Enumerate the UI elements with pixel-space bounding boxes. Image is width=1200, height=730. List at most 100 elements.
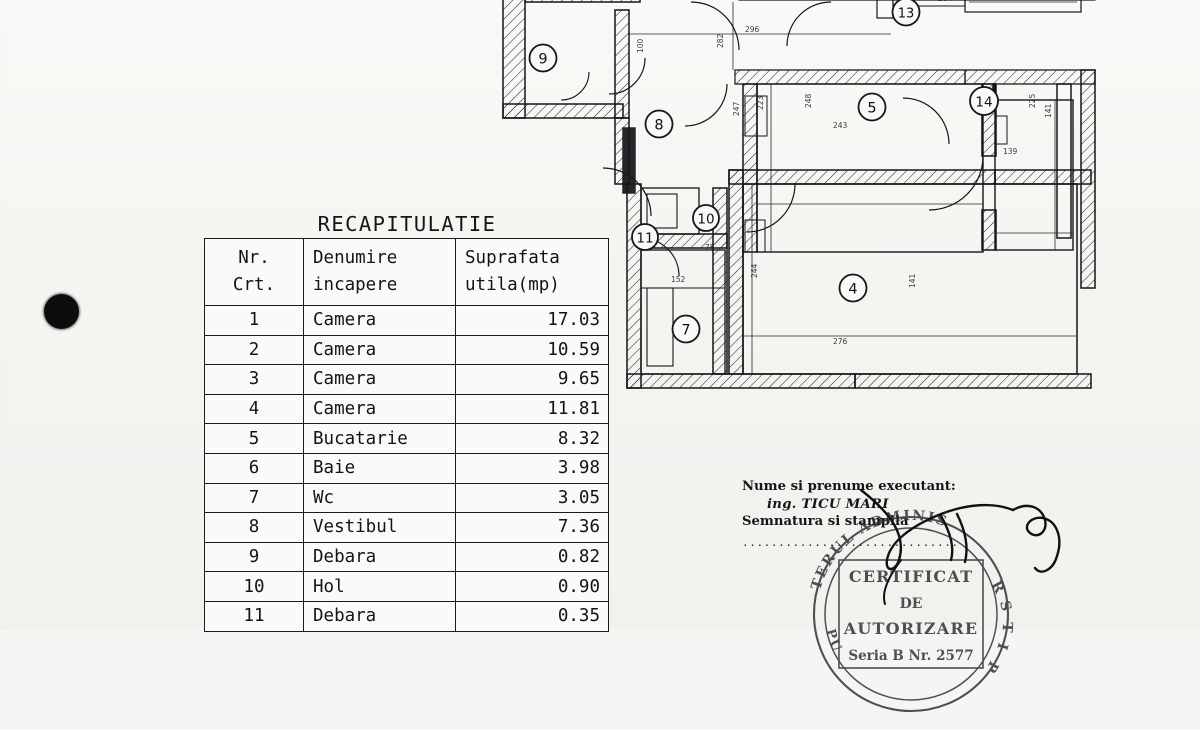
stamp-line-4: Seria B Nr. 2577	[848, 648, 973, 664]
svg-text:248: 248	[804, 93, 813, 108]
svg-text:243: 243	[833, 121, 848, 130]
svg-text:13: 13	[898, 7, 915, 22]
svg-text:139: 139	[1003, 147, 1018, 156]
cell-nr: 2	[204, 334, 304, 366]
svg-text:4: 4	[848, 282, 857, 298]
svg-text:10: 10	[697, 212, 714, 228]
table-row: 8 Vestibul 7.36	[204, 512, 609, 543]
signature-dotted-line: ........................................…	[742, 535, 957, 549]
table-row: 5 Bucatarie 8.32	[204, 423, 609, 454]
cell-area: 0.35	[455, 600, 609, 632]
header-area-line1: Suprafata	[465, 248, 560, 269]
svg-text:223: 223	[756, 95, 765, 110]
table-row: 7 Wc 3.05	[204, 482, 609, 514]
black-dot-marker	[44, 294, 79, 329]
cell-nr: 5	[204, 423, 304, 454]
table-row: 3 Camera 9.65	[204, 364, 609, 395]
svg-text:141: 141	[908, 273, 917, 288]
cell-nr: 6	[204, 452, 304, 484]
svg-text:282: 282	[716, 33, 725, 48]
cell-nr: 3	[204, 364, 304, 395]
table-row: 6 Baie 3.98	[204, 452, 609, 484]
header-name-line2: incapere	[313, 275, 398, 295]
table-row: 2 Camera 10.59	[204, 334, 609, 366]
cell-name: Baie	[303, 452, 456, 484]
stamp-line-3: AUTORIZARE	[843, 619, 979, 638]
cell-name: Camera	[303, 334, 456, 366]
svg-text:9: 9	[538, 52, 547, 68]
table-row: 4 Camera 11.81	[204, 393, 609, 425]
svg-text:244: 244	[750, 263, 759, 278]
svg-text:14: 14	[975, 95, 992, 111]
cell-area: 9.65	[455, 364, 609, 395]
svg-text:276: 276	[833, 337, 848, 346]
table-header-row: Nr. Crt. Denumire incapere Suprafata uti…	[204, 238, 609, 306]
cell-nr: 4	[204, 393, 304, 425]
signature-label: Semnatura si stampila	[742, 514, 909, 529]
header-denumire: Denumire incapere	[303, 238, 456, 306]
header-name-line1: Denumire	[313, 248, 398, 269]
cell-name: Hol	[303, 571, 456, 602]
signature-block: Nume si prenume executant: ing. TICU MAR…	[742, 478, 1072, 549]
cell-area: 17.03	[455, 305, 609, 336]
cell-nr: 7	[204, 482, 304, 514]
stamp-arc-bottom: PU	[822, 627, 842, 655]
svg-text:7: 7	[681, 323, 690, 339]
svg-text:PU: PU	[822, 627, 844, 655]
cell-name: Camera	[303, 305, 456, 336]
recapitulatie-title: RECAPITULATIE	[317, 212, 497, 236]
stamp-arc-r2: S	[996, 599, 1014, 613]
cell-area: 10.59	[455, 334, 609, 366]
cell-nr: 8	[204, 512, 304, 543]
table-row: 9 Debara 0.82	[204, 541, 609, 573]
room-marker-9: 9	[528, 43, 558, 73]
svg-text:284: 284	[938, 0, 953, 3]
svg-text:247: 247	[732, 101, 741, 116]
cell-area: 3.98	[455, 452, 609, 484]
cell-area: 11.81	[455, 393, 609, 425]
svg-text:100: 100	[636, 38, 645, 53]
svg-text:225: 225	[1028, 93, 1037, 108]
stamp-arc-r3: T	[999, 622, 1015, 634]
cell-nr: 1	[204, 305, 304, 336]
cell-area: 7.36	[455, 512, 609, 543]
cell-area: 0.90	[455, 571, 609, 602]
cell-area: 3.05	[455, 482, 609, 514]
table-row: 10 Hol 0.90	[204, 571, 609, 602]
header-nr-line2: Crt.	[232, 275, 276, 295]
stamp-line-2: DE	[900, 596, 923, 612]
cell-area: 8.32	[455, 423, 609, 454]
cell-nr: 9	[204, 541, 304, 573]
svg-text:152: 152	[671, 275, 686, 284]
svg-text:11: 11	[636, 231, 653, 247]
room-marker-14: 14	[969, 86, 999, 116]
room-marker-7: 7	[671, 314, 701, 344]
room-marker-5: 5	[857, 92, 887, 122]
room-marker-4: 4	[838, 273, 868, 303]
header-nr-line1: Nr.	[238, 248, 270, 269]
cell-name: Wc	[303, 482, 456, 514]
table-row: 1 Camera 17.03	[204, 305, 609, 336]
cell-nr: 11	[204, 600, 304, 632]
recapitulatie-table: Nr. Crt. Denumire incapere Suprafata uti…	[204, 238, 609, 632]
stamp-line-1: CERTIFICAT	[849, 567, 973, 586]
executant-label: Nume si prenume executant:	[742, 479, 956, 494]
table-row: 11 Debara 0.35	[204, 600, 609, 632]
cell-name: Debara	[303, 600, 456, 632]
svg-text:141: 141	[1044, 103, 1053, 118]
cell-name: Camera	[303, 393, 456, 425]
screenshot-canvas: 296 282 247 243 248 223 276 244 152 139 …	[0, 0, 1200, 713]
cell-area: 0.82	[455, 541, 609, 573]
room-marker-8: 8	[644, 109, 674, 139]
header-area-line2: utila(mp)	[465, 275, 560, 295]
room-marker-11: 11	[631, 223, 659, 251]
room-marker-10: 10	[692, 204, 720, 232]
svg-text:296: 296	[745, 25, 760, 34]
executant-name: ing. TICU MARI	[767, 496, 889, 512]
svg-text:5: 5	[867, 101, 876, 117]
floor-plan-drawing: 296 282 247 243 248 223 276 244 152 139 …	[495, 0, 1105, 408]
room-marker-13: 13	[891, 0, 921, 27]
header-nr-crt: Nr. Crt.	[204, 238, 304, 306]
cell-name: Vestibul	[303, 512, 456, 543]
svg-text:8: 8	[654, 118, 663, 134]
